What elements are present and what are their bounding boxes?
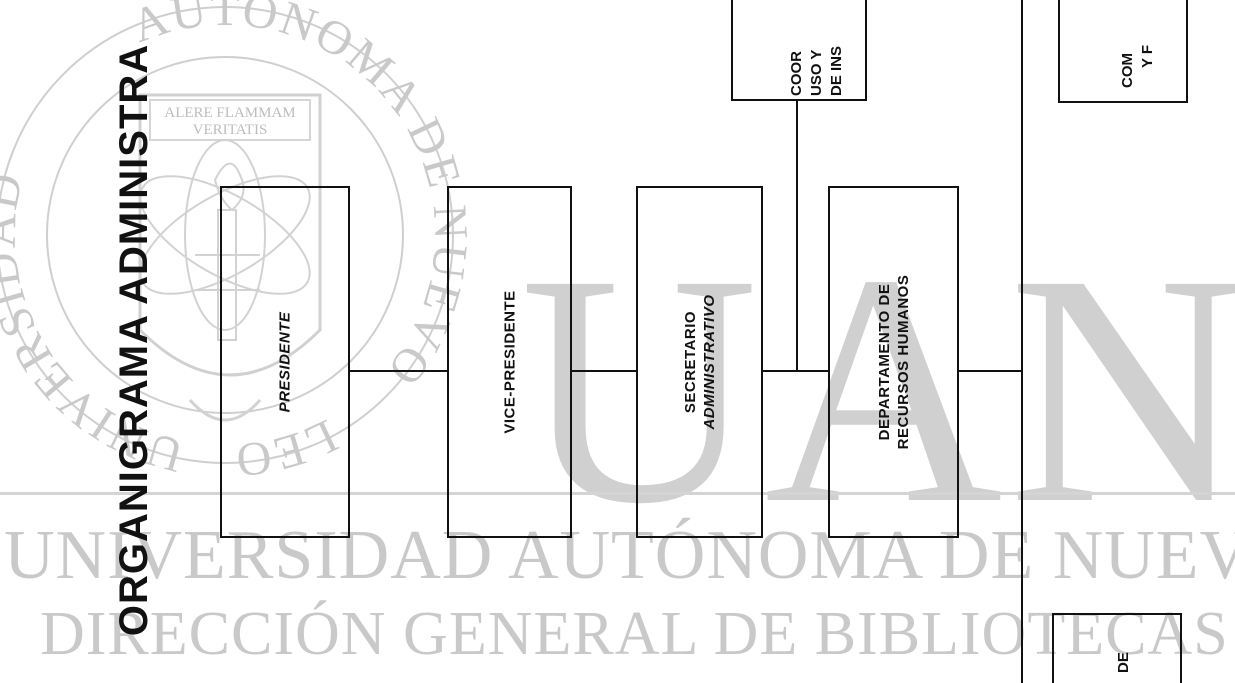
- watermark-university-name: UNIVERSIDAD AUTÓNOMA DE NUEVO LEÓN: [4, 517, 1235, 594]
- connector-presidente-vice: [349, 370, 448, 372]
- connector-departamento-spine: [958, 370, 1023, 372]
- box-secretario-line2: ADMINISTRATIVO: [700, 294, 718, 430]
- box-comision: COM Y F: [1058, 0, 1188, 103]
- box-comision-line1: COM: [1119, 53, 1136, 88]
- box-departamento: DEPARTAMENTO DE RECURSOS HUMANOS: [828, 186, 959, 538]
- box-bottom-de-line1: DE: [1115, 652, 1132, 673]
- connector-coordinacion: [796, 100, 798, 372]
- svg-text:ALERE FLAMMAM: ALERE FLAMMAM: [164, 105, 295, 121]
- watermark-uanl: UANL: [520, 207, 1235, 572]
- box-departamento-line1: DEPARTAMENTO DE: [875, 283, 893, 441]
- page-title: ORGANIGRAMA ADMINISTRA: [112, 43, 156, 637]
- connector-secretario-departamento: [762, 370, 829, 372]
- box-coordinacion-line1: COOR: [788, 51, 805, 96]
- box-departamento-line2: RECURSOS HUMANOS: [894, 274, 912, 450]
- box-coordinacion: COOR USO Y DE INS: [731, 0, 867, 101]
- box-departamento-label: DEPARTAMENTO DE RECURSOS HUMANOS: [875, 275, 913, 450]
- box-presidente: PRESIDENTE: [220, 186, 350, 538]
- box-vicepresidente: VICE-PRESIDENTE: [447, 186, 572, 538]
- box-comision-line2: Y F: [1139, 44, 1156, 68]
- vertical-spine: [1021, 0, 1023, 683]
- svg-text:VERITATIS: VERITATIS: [193, 122, 268, 138]
- box-vicepresidente-label: VICE-PRESIDENTE: [501, 290, 518, 434]
- box-bottom-de: DE: [1052, 613, 1182, 683]
- university-seal: UNIVERSIDAD AUTONOMA DE NUEVO LEON ALERE…: [0, 0, 476, 480]
- watermark-library-name: DIRECCIÓN GENERAL DE BIBLIOTECAS: [40, 600, 1229, 668]
- connector-vice-secretario: [571, 370, 637, 372]
- box-secretario: SECRETARIO ADMINISTRATIVO: [636, 186, 763, 538]
- box-secretario-line1: SECRETARIO: [681, 310, 699, 414]
- box-secretario-label: SECRETARIO ADMINISTRATIVO: [681, 294, 719, 429]
- box-presidente-label: PRESIDENTE: [276, 311, 294, 413]
- box-coordinacion-line2: USO Y: [808, 49, 825, 96]
- watermark-rule: [0, 492, 1235, 495]
- box-coordinacion-line3: DE INS: [828, 45, 845, 96]
